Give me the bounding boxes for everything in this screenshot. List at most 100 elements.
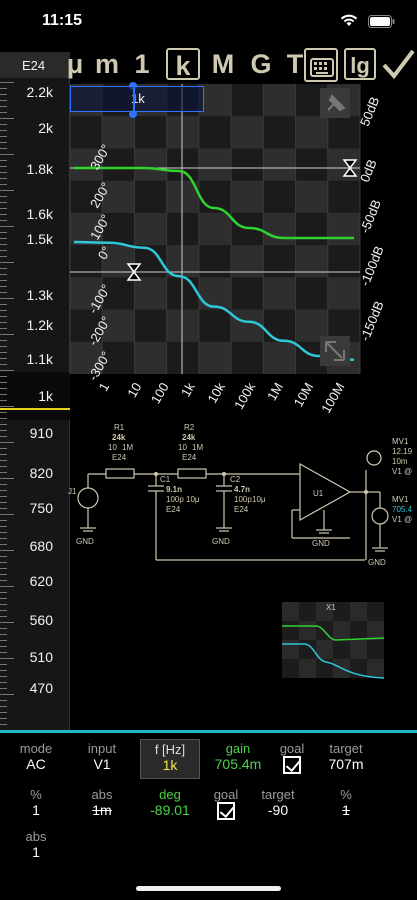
ruler-label: 1.2k — [26, 317, 53, 333]
plot-grid-cell — [295, 116, 328, 149]
log-button[interactable]: lg — [344, 48, 376, 80]
ruler-tick — [0, 646, 7, 647]
gain-pct-label: % — [30, 787, 42, 802]
ruler-tick — [0, 208, 7, 209]
gain-value: 705.4m — [214, 756, 262, 772]
ruler-label: 1.8k — [26, 161, 53, 177]
ruler-tick — [0, 250, 7, 251]
ruler-tick — [0, 196, 7, 197]
plot-grid-cell — [102, 309, 135, 342]
ruler-header: E24 — [0, 52, 70, 78]
source-name: J1 — [68, 487, 77, 496]
mode-cell[interactable]: mode AC — [6, 741, 66, 772]
ruler-tick — [0, 622, 14, 623]
ruler-tick — [0, 304, 7, 305]
ruler-tick — [0, 370, 14, 371]
phase-cell[interactable]: deg -89.01 — [140, 787, 200, 818]
bode-plot[interactable] — [69, 82, 361, 374]
plot-grid-cell — [231, 116, 264, 149]
phase-abs-value: 1 — [32, 844, 40, 860]
ruler-tick — [0, 544, 7, 545]
plot-grid-cell — [134, 277, 167, 310]
ruler-tick — [0, 466, 7, 467]
phase-abs-cell[interactable]: abs 1 — [6, 829, 66, 860]
ruler-tick — [0, 610, 7, 611]
ruler-tick — [0, 424, 7, 425]
value-ruler[interactable]: E24 2.2k 2k 1.8k 1.6k 1.5k 1.3k 1.2k 1.1… — [0, 52, 70, 730]
ruler-tick — [0, 526, 7, 527]
battery-icon — [368, 15, 395, 28]
gain-target-cell[interactable]: target 707m — [316, 741, 376, 772]
ruler-label: 2k — [38, 120, 53, 136]
plot-grid-cell — [134, 148, 167, 181]
gain-goal-cell[interactable]: goal — [262, 741, 322, 777]
unit-mega-button[interactable]: M — [211, 49, 235, 79]
freq-axis-label: 100M — [318, 380, 348, 416]
unit-tera-button[interactable]: T — [286, 49, 304, 79]
unit-micro-button[interactable]: μ — [66, 49, 84, 79]
unit-milli-button[interactable]: m — [94, 49, 119, 79]
gain-pct-cell[interactable]: % 1 — [6, 787, 66, 818]
clock: 11:15 — [42, 12, 83, 29]
ruler-tick — [0, 508, 7, 509]
unit-one-button[interactable]: 1 — [134, 49, 150, 79]
frequency-cursor-handle[interactable] — [133, 86, 135, 114]
phase-target-cell[interactable]: target -90 — [248, 787, 308, 818]
phase-goal-checkbox[interactable] — [217, 802, 235, 820]
gain-pct-value: 1 — [32, 802, 40, 818]
ruler-tick — [0, 628, 7, 629]
gain-goal-checkbox[interactable] — [283, 756, 301, 774]
phase-goal-cell[interactable]: goal — [196, 787, 256, 823]
ruler-selection-band — [0, 372, 70, 420]
gain-abs-cell[interactable]: abs 1m — [72, 787, 132, 818]
ruler-tick — [0, 214, 7, 215]
frequency-cell[interactable]: f [Hz] 1k — [140, 739, 200, 779]
ruler-tick — [0, 724, 7, 725]
gain-cell[interactable]: gain 705.4m — [208, 741, 268, 772]
ruler-tick — [0, 106, 7, 107]
plot-grid-cell — [166, 116, 199, 149]
ruler-tick — [0, 316, 7, 317]
ruler-tick — [0, 694, 14, 695]
ruler-tick — [0, 460, 7, 461]
meter-top-range: 10m — [392, 457, 408, 466]
gain-target-value: 707m — [328, 756, 364, 772]
cursor-handle-bottom — [129, 110, 137, 118]
ruler-tick — [0, 706, 7, 707]
plot-grid-cell — [263, 84, 296, 117]
keyboard-button[interactable] — [304, 48, 338, 82]
frequency-cursor-box[interactable]: 1k — [70, 86, 204, 112]
ruler-label: 2.2k — [26, 84, 53, 100]
home-indicator[interactable] — [136, 886, 281, 891]
ruler-tick — [0, 598, 7, 599]
ruler-tick — [0, 472, 7, 473]
unit-kilo-button[interactable]: k — [166, 48, 200, 81]
plot-grid-cell — [263, 212, 296, 246]
r1-name: R1 — [114, 423, 125, 432]
gnd-label: GND — [368, 558, 386, 567]
confirm-button[interactable] — [380, 48, 416, 80]
r2-series: E24 — [182, 453, 197, 462]
plot-grid-cell — [198, 84, 232, 117]
circuit-schematic[interactable]: R1 24k 10 1M E24 R2 24k 10 1M E24 C1 9.1… — [68, 420, 417, 590]
freq-axis-label: 100k — [230, 380, 258, 412]
plot-grid-cell — [327, 277, 360, 310]
plot-grid-cell — [70, 212, 103, 246]
input-cell[interactable]: input V1 — [72, 741, 132, 772]
freq-axis-label: 100 — [148, 380, 172, 407]
ruler-label: 1k — [38, 388, 53, 404]
ruler-tick — [0, 604, 7, 605]
ruler-tick — [0, 382, 7, 383]
plot-grid-cell — [198, 341, 232, 374]
plot-grid-cell — [102, 180, 135, 213]
plot-grid-cell — [102, 116, 135, 149]
unit-giga-button[interactable]: G — [250, 49, 272, 79]
mini-bode-plot[interactable]: X1 — [252, 598, 417, 704]
meter-top-source: V1 @ — [392, 467, 412, 476]
ruler-selection-line — [0, 408, 70, 410]
plot-grid-cell — [70, 341, 103, 374]
ruler-tick — [0, 676, 7, 677]
schematic-svg — [77, 450, 389, 561]
ruler-label: 1.3k — [26, 287, 53, 303]
phase-pct-cell[interactable]: % 1 — [316, 787, 376, 818]
